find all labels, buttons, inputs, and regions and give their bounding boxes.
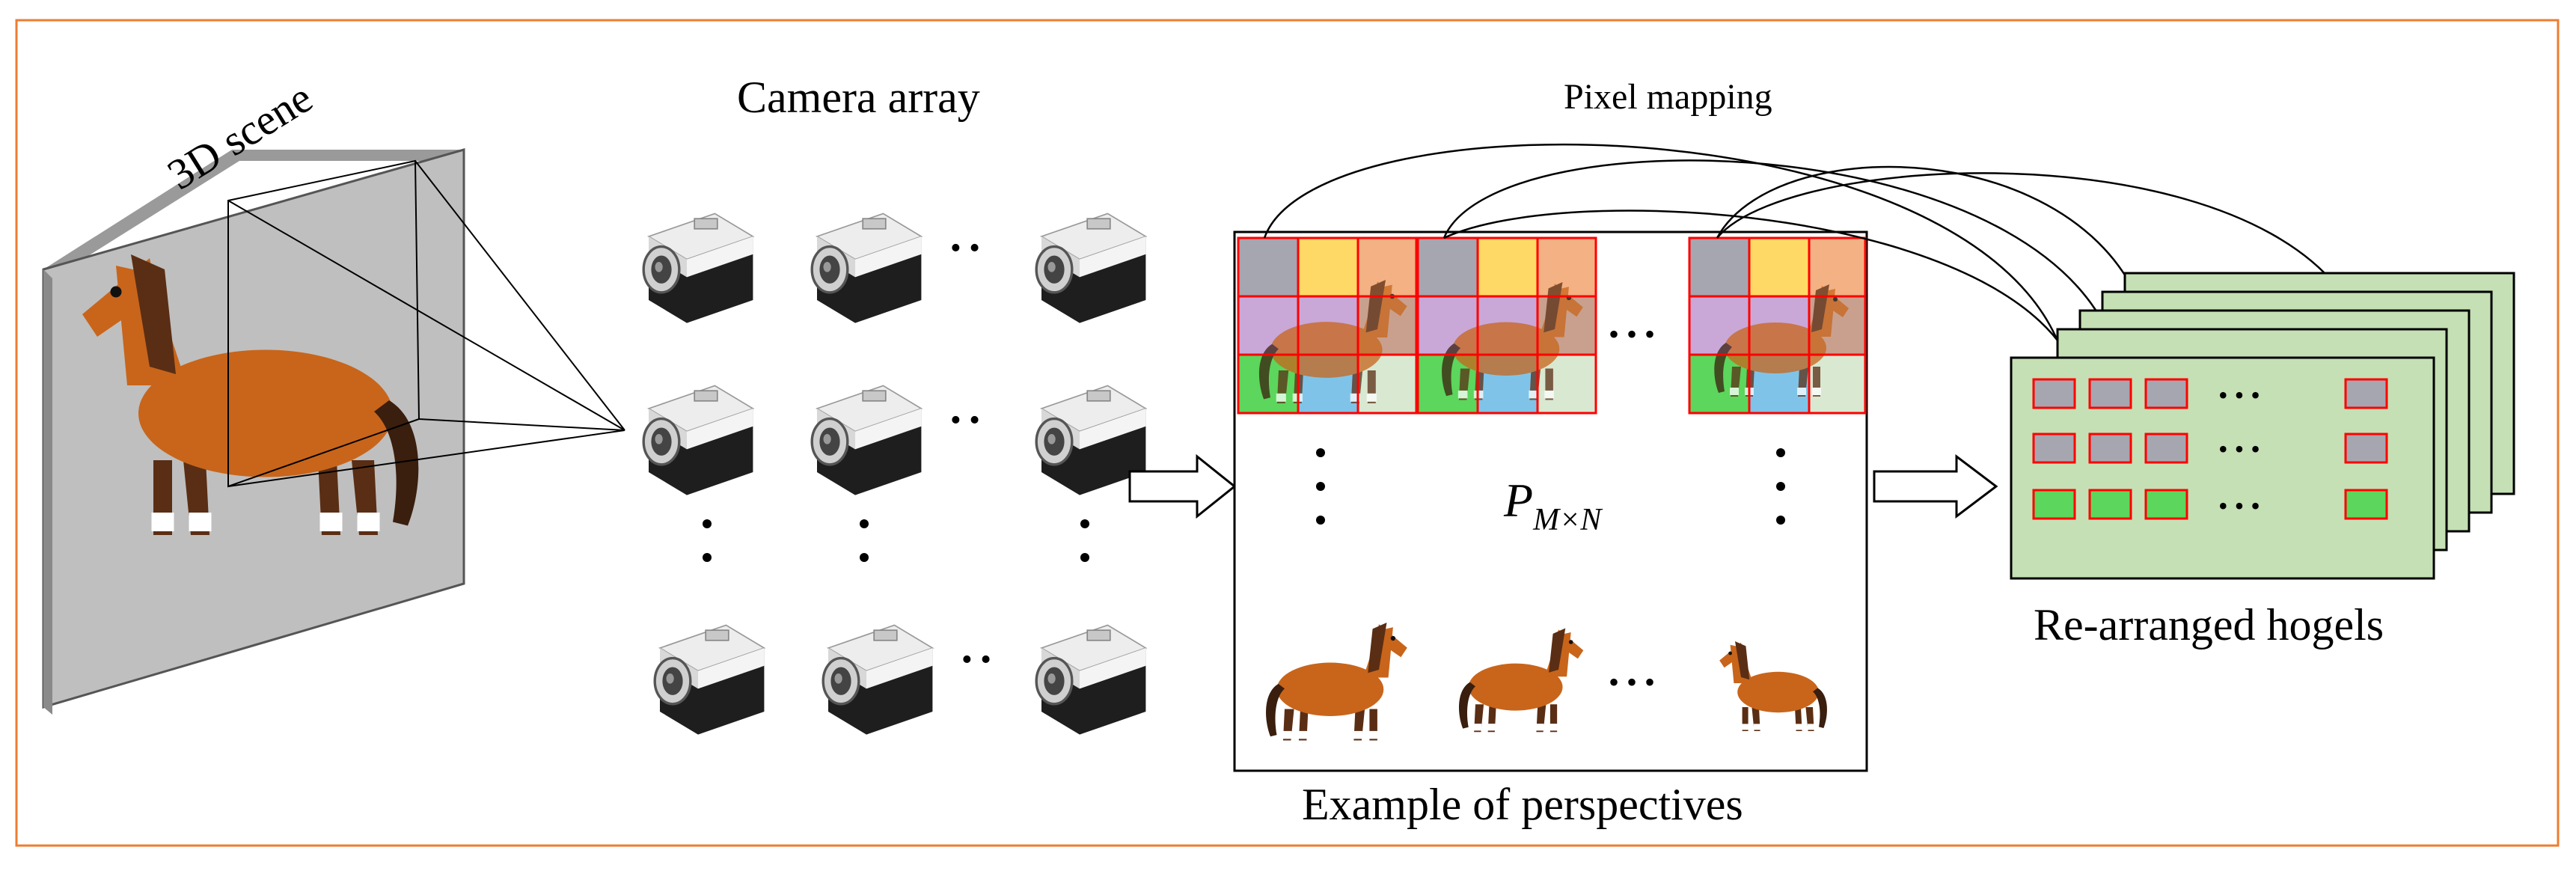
frustum-lines [227,160,625,487]
camera-icon [810,384,923,497]
pixel-mapping-label: Pixel mapping [1564,77,1772,117]
camera-icon [642,384,755,497]
camera-column-ellipsis [703,519,1089,562]
camera-array: Camera array • • • • • • [642,73,1148,736]
scene-plane-side [43,269,52,715]
hogel-cells [2032,378,2388,520]
hogels-caption: Re-arranged hogels [2034,600,2384,650]
camera-icon [810,212,923,325]
perspective-matrix-label: PM×N [1503,474,1603,537]
perspective-matrix-subscript: M×N [1532,503,1603,537]
camera-icon [1035,623,1148,736]
arrow-right-icon [1128,453,1237,519]
scene-label: 3D scene [159,73,320,199]
perspective-column-ellipsis [1316,448,1785,525]
perspective-row-ellipsis: • • • [1609,665,1655,699]
hogel-row-ellipsis: • • • [2218,434,2260,464]
camera-array-label: Camera array [737,73,980,122]
camera-row-ellipsis: • • [950,231,980,266]
perspective-tile [1688,236,1867,415]
perspective-row-ellipsis: • • • [1609,317,1655,351]
hogel-row-ellipsis: • • • [2218,491,2260,521]
camera-icon [653,623,766,736]
hogel-row-ellipsis: • • • [2218,380,2260,410]
camera-icon [822,623,934,736]
scene-plane-group: 3D scene [42,73,465,715]
camera-icon [1035,212,1148,325]
outer-frame [15,19,2560,847]
perspective-tile [1237,236,1418,415]
camera-icon [642,212,755,325]
perspective-tile [1416,236,1597,415]
arrow-right-icon [1873,453,1998,519]
hogels-stack: • • • • • • • • • Re-arranged hogels [2010,272,2515,650]
perspectives-panel: • • • PM×N • [1233,230,1868,829]
camera-row-ellipsis: • • [961,643,991,677]
camera-row-ellipsis: • • [950,403,980,438]
perspectives-caption: Example of perspectives [1302,780,1743,829]
